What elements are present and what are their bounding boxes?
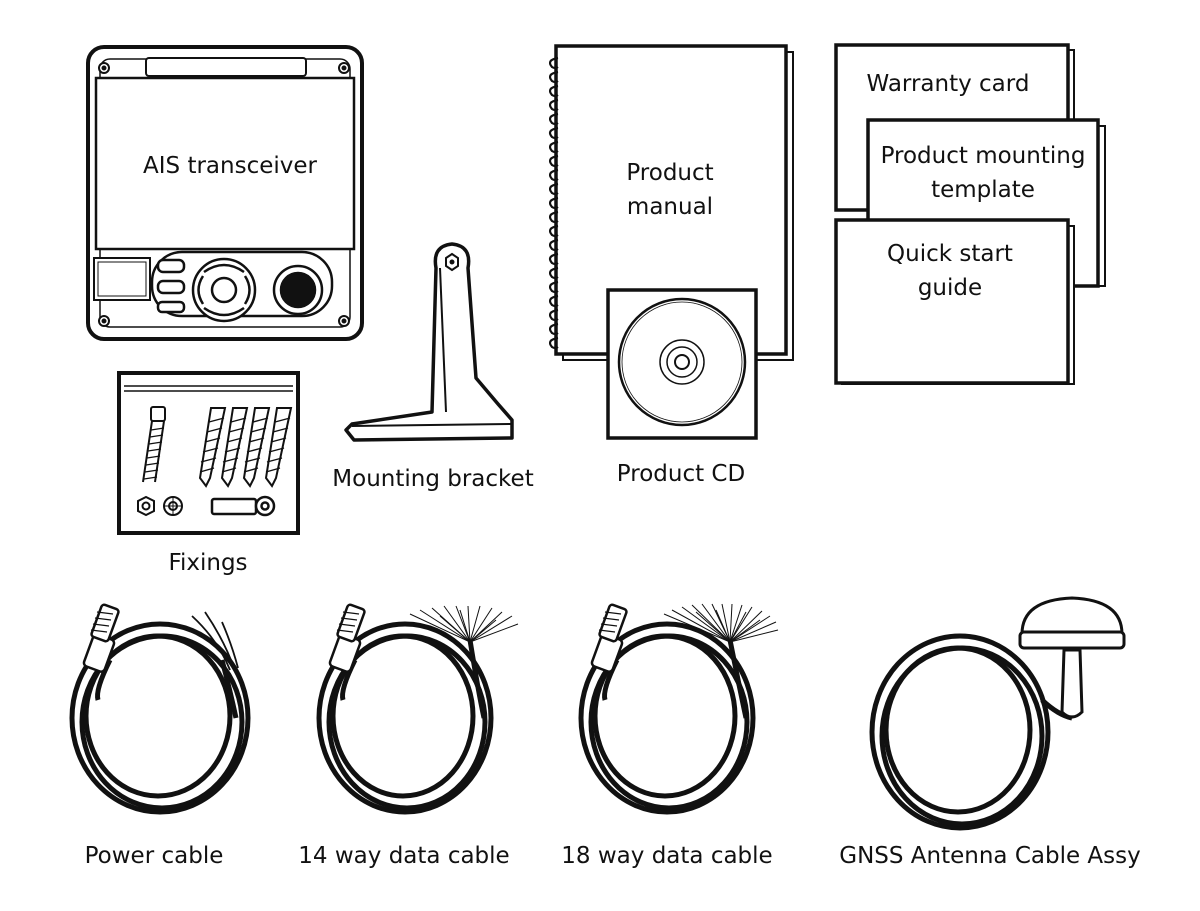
- connector-icon: [82, 603, 120, 673]
- mounting-template-label-line2: template: [931, 177, 1035, 203]
- gnss-antenna-label: GNSS Antenna Cable Assy: [839, 843, 1141, 869]
- gnss-antenna-cable: GNSS Antenna Cable Assy: [839, 596, 1141, 869]
- wire-ends-icon: [409, 605, 519, 643]
- connector-icon: [590, 603, 628, 673]
- ring-terminal-icon: [210, 495, 276, 517]
- quick-start-guide: Quick start guide: [834, 218, 1075, 385]
- bolt-icon: [142, 406, 166, 483]
- warranty-card-label: Warranty card: [867, 71, 1030, 97]
- fixings-bag: Fixings: [117, 371, 300, 576]
- fixings-label: Fixings: [168, 550, 247, 576]
- nut-icon: [137, 495, 155, 517]
- washer-icon: [163, 496, 183, 516]
- wire-ends-icon: [663, 603, 779, 643]
- quick-start-label-line2: guide: [918, 275, 982, 301]
- data-cable-14-label: 14 way data cable: [298, 843, 509, 869]
- product-cd: Product CD: [606, 288, 758, 487]
- screw-icon: [98, 62, 350, 327]
- product-manual-label-line1: Product: [626, 160, 713, 186]
- ais-transceiver-unit: AIS transceiver: [86, 45, 364, 341]
- power-cable: Power cable: [69, 603, 251, 869]
- mounting-template-label-line1: Product mounting: [881, 143, 1086, 169]
- keypad-icon: [150, 250, 334, 323]
- quick-start-label-line1: Quick start: [887, 241, 1013, 267]
- spiral-binding-icon: [548, 56, 559, 350]
- data-cable-18-way: 18 way data cable: [561, 603, 779, 869]
- product-manual-label-line2: manual: [627, 194, 713, 220]
- ais-transceiver-label: AIS transceiver: [143, 153, 318, 179]
- data-cable-18-label: 18 way data cable: [561, 843, 772, 869]
- product-cd-label: Product CD: [617, 461, 745, 487]
- mounting-bracket: Mounting bracket: [332, 242, 534, 492]
- wire-ends-icon: [191, 611, 239, 671]
- power-cable-label: Power cable: [85, 843, 224, 869]
- screws-icon: [198, 407, 293, 488]
- antenna-icon: [1018, 596, 1126, 719]
- mounting-bracket-label: Mounting bracket: [332, 466, 533, 492]
- connector-icon: [328, 603, 366, 673]
- data-cable-14-way: 14 way data cable: [298, 603, 519, 869]
